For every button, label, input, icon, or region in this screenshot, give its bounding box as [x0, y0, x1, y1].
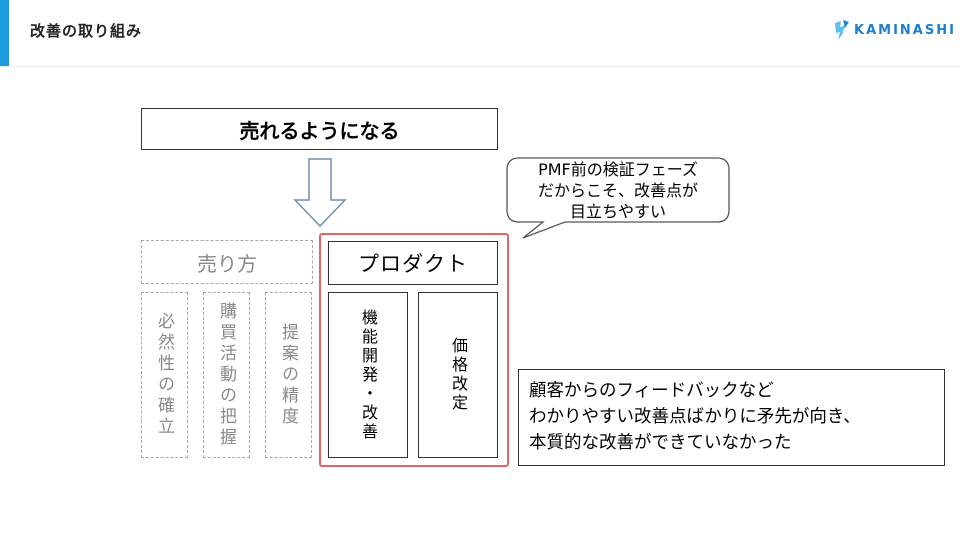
- note-line: わかりやすい改善点ばかりに矛先が向き、: [529, 407, 861, 427]
- speech-bubble: [506, 157, 730, 239]
- bubble-line: 目立ちやすい: [569, 202, 666, 221]
- sales-column-purchasing: 購買活動の把握: [203, 292, 250, 458]
- product-highlight-frame: [319, 233, 509, 467]
- header-accent-bar: [0, 0, 9, 67]
- bubble-line: だからこそ、改善点が: [537, 181, 698, 200]
- speech-bubble-text: PMF前の検証フェーズ だからこそ、改善点が 目立ちやすい: [505, 159, 731, 225]
- note-line: 本質的な改善ができていなかった: [529, 433, 792, 453]
- sales-column-label: 必然性の確立: [154, 312, 174, 438]
- note-box: 顧客からのフィードバックなど わかりやすい改善点ばかりに矛先が向き、 本質的な改…: [518, 369, 945, 466]
- sales-column-necessity: 必然性の確立: [141, 292, 188, 458]
- sales-column-proposal: 提案の精度: [265, 292, 312, 458]
- product-box: プロダクト: [328, 241, 498, 285]
- sales-column-label: 購買活動の把握: [216, 301, 236, 449]
- goal-box: 売れるようになる: [141, 108, 498, 150]
- note-line: 顧客からのフィードバックなど: [529, 381, 774, 401]
- header-divider: [0, 66, 960, 67]
- product-column-label: 価格改定: [449, 337, 468, 413]
- sales-method-box: 売り方: [141, 240, 313, 284]
- logo-wordmark: KAMINASHI: [854, 22, 956, 38]
- product-column-label: 機能開発・改善: [359, 308, 378, 442]
- sales-column-label: 提案の精度: [278, 322, 298, 428]
- product-column-feature: 機能開発・改善: [328, 292, 408, 458]
- product-column-price: 価格改定: [418, 292, 498, 458]
- logo-mark-icon: [835, 20, 849, 40]
- bubble-line: PMF前の検証フェーズ: [538, 160, 698, 179]
- down-arrow-icon: [293, 158, 347, 228]
- slide-title: 改善の取り組み: [30, 22, 143, 40]
- kaminashi-logo: KAMINASHI: [832, 18, 956, 42]
